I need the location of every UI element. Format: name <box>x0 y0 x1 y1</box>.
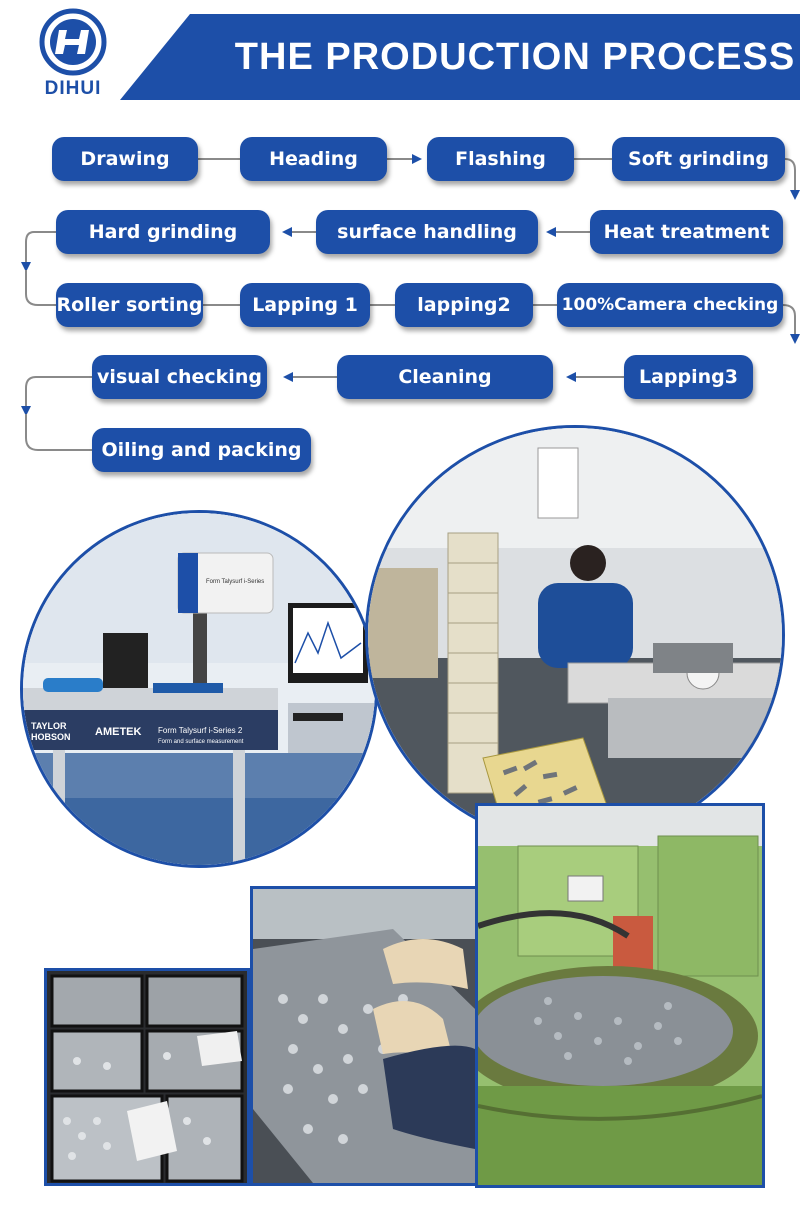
step-surface-handling: surface handling <box>316 210 538 254</box>
gloved-hands-tray-photo <box>250 886 478 1186</box>
step-cleaning: Cleaning <box>337 355 553 399</box>
gloved-hands-tray-image <box>253 889 475 1183</box>
camera-inspection-photo <box>365 425 785 845</box>
measurement-lab-image: TAYLOR HOBSON AMETEK Form Talysurf i-Ser… <box>23 513 375 865</box>
step-soft-grinding: Soft grinding <box>612 137 785 181</box>
steel-balls-bins-photo <box>44 968 250 1186</box>
step-flashing: Flashing <box>427 137 574 181</box>
step-drawing: Drawing <box>52 137 198 181</box>
step-hard-grinding: Hard grinding <box>56 210 270 254</box>
svg-text:Form and surface measurement: Form and surface measurement <box>158 739 244 745</box>
step-heading: Heading <box>240 137 387 181</box>
step-lapping-1: Lapping 1 <box>240 283 370 327</box>
svg-text:Form Talysurf i-Series 2: Form Talysurf i-Series 2 <box>158 726 243 735</box>
step-lapping-2: lapping2 <box>395 283 533 327</box>
title-banner: THE PRODUCTION PROCESS <box>120 14 800 100</box>
page-title: THE PRODUCTION PROCESS <box>234 36 796 78</box>
step-oiling-packing: Oiling and packing <box>92 428 311 472</box>
step-camera-checking: 100%Camera checking <box>557 283 783 327</box>
svg-text:Form Talysurf i-Series: Form Talysurf i-Series <box>206 579 264 585</box>
step-roller-sorting: Roller sorting <box>56 283 203 327</box>
svg-text:HOBSON: HOBSON <box>31 732 71 742</box>
step-heat-treatment: Heat treatment <box>590 210 783 254</box>
camera-inspection-image <box>368 428 782 842</box>
process-flow: Drawing Heading Flashing Soft grinding H… <box>0 120 800 480</box>
green-machine-hopper-photo <box>475 803 765 1188</box>
logo-text: DIHUI <box>44 78 102 99</box>
measurement-lab-photo: TAYLOR HOBSON AMETEK Form Talysurf i-Ser… <box>20 510 378 868</box>
header: THE PRODUCTION PROCESS DIHUI <box>0 0 800 110</box>
svg-text:AMETEK: AMETEK <box>95 726 142 738</box>
step-lapping-3: Lapping3 <box>624 355 753 399</box>
svg-text:TAYLOR: TAYLOR <box>31 721 67 731</box>
green-machine-hopper-image <box>478 806 762 1185</box>
steel-balls-bins-image <box>47 971 247 1183</box>
step-visual-checking: visual checking <box>92 355 267 399</box>
logo-emblem-icon <box>39 8 107 76</box>
dihui-logo: DIHUI <box>30 6 116 102</box>
flow-connectors <box>21 154 800 451</box>
